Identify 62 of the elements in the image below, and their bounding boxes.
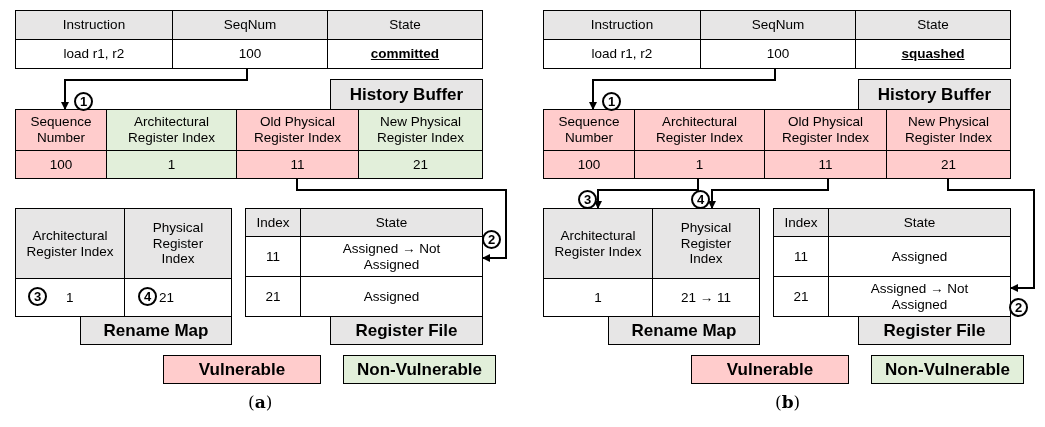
legend-key: Non-Vulnerable	[871, 355, 1024, 384]
header-cell: Architectural Register Index	[543, 208, 653, 279]
table-title: Register File	[858, 316, 1011, 345]
table-cell: 21	[773, 276, 829, 317]
callout-number: 4	[691, 190, 710, 209]
table-cell: New Physical Register Index	[886, 109, 1011, 151]
arrow	[296, 178, 507, 262]
subfigure-label: (b)	[775, 392, 801, 412]
legend-key: Vulnerable	[163, 355, 321, 384]
table-cell: Old Physical Register Index	[764, 109, 887, 151]
arrow	[589, 68, 776, 110]
callout-number: 1	[74, 92, 93, 111]
table-title: Rename Map	[80, 316, 232, 345]
header-cell: SeqNum	[172, 10, 328, 40]
table-cell: committed	[327, 39, 483, 69]
table-title: Rename Map	[608, 316, 760, 345]
callout-number: 2	[482, 230, 501, 249]
header-cell: Architectural Register Index	[15, 208, 125, 279]
header-cell: Instruction	[543, 10, 701, 40]
table-cell: 11	[236, 150, 359, 179]
header-cell: Instruction	[15, 10, 173, 40]
arrow	[708, 178, 829, 209]
header-cell: Physical Register Index	[652, 208, 760, 279]
table-cell: Architectural Register Index	[634, 109, 765, 151]
table-title: History Buffer	[330, 79, 483, 110]
arrow	[947, 178, 1035, 292]
table-cell: load r1, r2	[543, 39, 701, 69]
table-cell: Old Physical Register Index	[236, 109, 359, 151]
table-cell: squashed	[855, 39, 1011, 69]
table-cell: 21	[245, 276, 301, 317]
header-cell: State	[855, 10, 1011, 40]
table-cell: 11	[764, 150, 887, 179]
table-cell: 1	[106, 150, 237, 179]
table-cell: 100	[15, 150, 107, 179]
table-cell: Sequence Number	[543, 109, 635, 151]
table-cell: 21	[358, 150, 483, 179]
legend-key: Vulnerable	[691, 355, 849, 384]
table-cell: 1	[634, 150, 765, 179]
header-cell: Index	[773, 208, 829, 237]
header-cell: SeqNum	[700, 10, 856, 40]
table-cell: New Physical Register Index	[358, 109, 483, 151]
callout-number: 3	[578, 190, 597, 209]
arrow	[594, 178, 699, 209]
header-cell: Index	[245, 208, 301, 237]
header-cell: State	[828, 208, 1011, 237]
table-cell: load r1, r2	[15, 39, 173, 69]
header-cell: State	[300, 208, 483, 237]
callout-number: 1	[602, 92, 621, 111]
header-cell: State	[327, 10, 483, 40]
table-cell: 100	[543, 150, 635, 179]
table-cell: Sequence Number	[15, 109, 107, 151]
legend-key: Non-Vulnerable	[343, 355, 496, 384]
header-cell: Physical Register Index	[124, 208, 232, 279]
table-cell: Architectural Register Index	[106, 109, 237, 151]
table-cell: Assigned → Not Assigned	[828, 276, 1011, 317]
callout-number: 2	[1009, 298, 1028, 317]
table-title: History Buffer	[858, 79, 1011, 110]
table-title: Register File	[330, 316, 483, 345]
table-cell: Assigned	[300, 276, 483, 317]
arrow	[61, 68, 248, 110]
subfigure-label: (a)	[248, 392, 273, 412]
table-cell: 21	[886, 150, 1011, 179]
